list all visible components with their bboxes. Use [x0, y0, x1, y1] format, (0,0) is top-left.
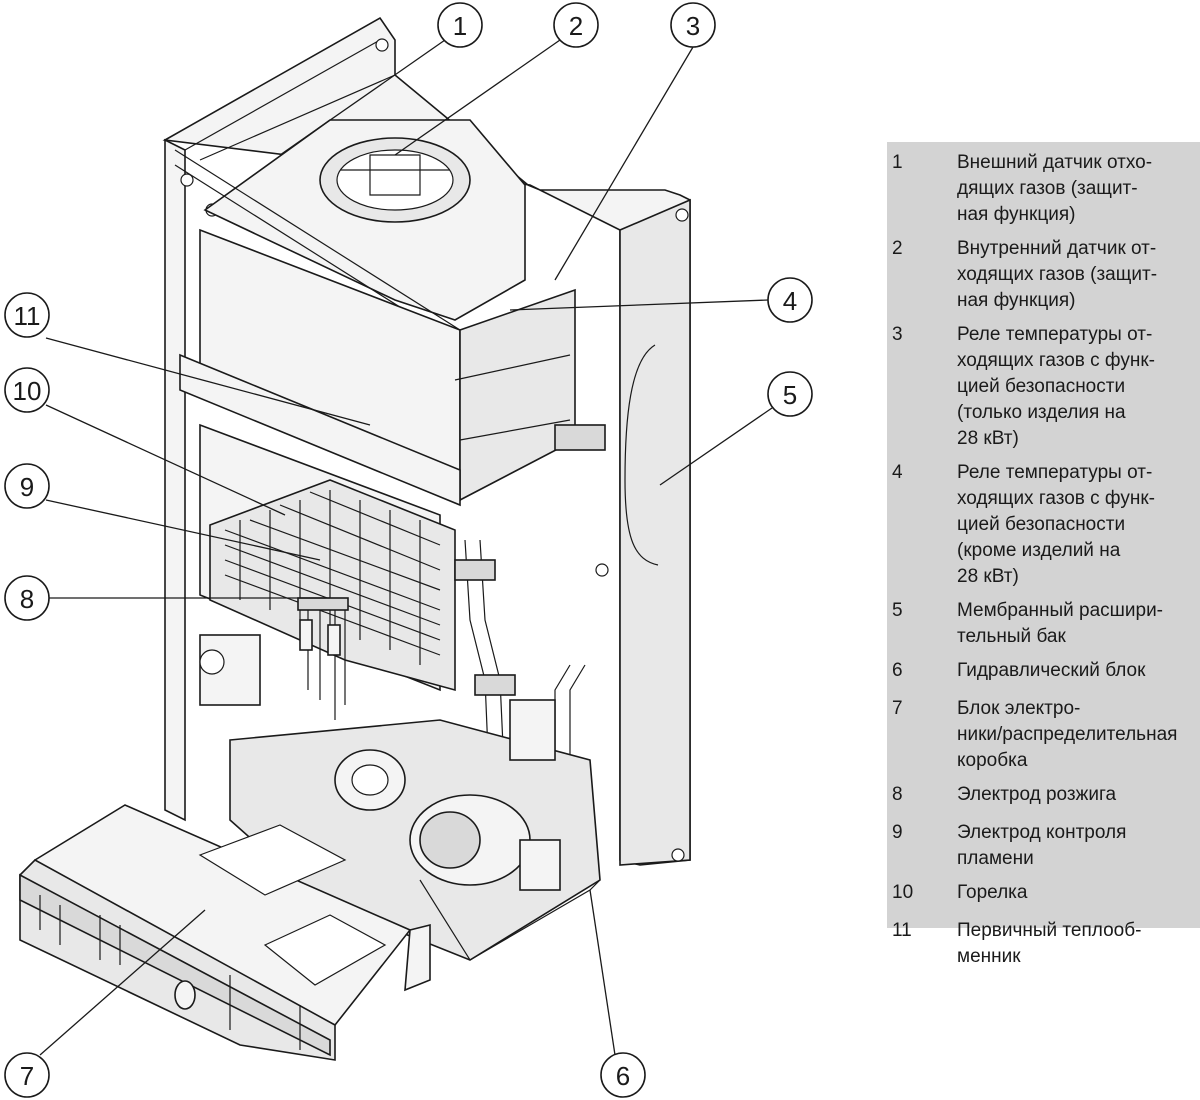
legend-text: Электрод розжига: [957, 784, 1117, 805]
legend-text: Блок электро- ники/распределительная кор…: [957, 698, 1178, 771]
leader-lines: [39, 39, 773, 1056]
legend-item: 8 Электрод розжига: [887, 782, 1200, 808]
callout-10: 10: [4, 367, 50, 413]
legend-item: 1 Внешний датчик отхо- дящих газов (защи…: [887, 150, 1200, 228]
svg-text:5: 5: [783, 380, 797, 410]
callout-6: 6: [600, 1052, 646, 1098]
callout-2: 2: [553, 2, 599, 48]
legend-panel: 1 Внешний датчик отхо- дящих газов (защи…: [887, 142, 1200, 967]
callout-11: 11: [4, 292, 50, 338]
legend-number: 4: [892, 462, 903, 483]
legend-number: 9: [892, 822, 903, 843]
legend-number: 11: [892, 920, 912, 941]
legend-item: 3 Реле температуры от- ходящих газов с ф…: [887, 322, 1200, 452]
electronics-box: [19, 804, 431, 1061]
legend-text: Электрод контроля пламени: [957, 822, 1127, 869]
electrodes: [297, 597, 349, 720]
legend-number: 1: [892, 152, 903, 173]
svg-text:2: 2: [569, 11, 583, 41]
legend-number: 7: [892, 698, 903, 719]
svg-text:9: 9: [20, 472, 34, 502]
legend-item: 9 Электрод контроля пламени: [887, 820, 1200, 872]
legend-text: Реле температуры от- ходящих газов с фун…: [957, 462, 1155, 587]
callout-5: 5: [767, 371, 813, 417]
burner: [199, 423, 456, 692]
legend-item: 10 Горелка: [887, 880, 1200, 906]
callout-4: 4: [767, 277, 813, 323]
boiler-frame: [162, 16, 691, 866]
svg-text:6: 6: [616, 1061, 630, 1091]
legend-item: 6 Гидравлический блок: [887, 658, 1200, 684]
flue-hood: [174, 119, 526, 346]
svg-text:7: 7: [20, 1061, 34, 1091]
svg-text:8: 8: [20, 584, 34, 614]
legend-item: 7 Блок электро- ники/распределительная к…: [887, 696, 1200, 774]
legend-item: 5 Мембранный расшири- тельный бак: [887, 598, 1200, 650]
callout-8: 8: [4, 575, 50, 621]
legend-text: Внутренний датчик от- ходящих газов (защ…: [957, 238, 1158, 311]
legend-text: Горелка: [957, 882, 1028, 903]
legend-text: Реле температуры от- ходящих газов с фун…: [957, 324, 1155, 449]
callout-3: 3: [670, 2, 716, 48]
svg-text:1: 1: [453, 11, 467, 41]
legend-number: 8: [892, 784, 903, 805]
legend-number: 3: [892, 324, 903, 345]
svg-text:4: 4: [783, 286, 797, 316]
svg-text:3: 3: [686, 11, 700, 41]
svg-text:11: 11: [14, 301, 41, 331]
legend-text: Гидравлический блок: [957, 660, 1146, 681]
callout-1: 1: [437, 2, 483, 48]
legend-item: 11 Первичный теплооб- менник: [887, 918, 1200, 970]
legend-item: 2 Внутренний датчик от- ходящих газов (з…: [887, 236, 1200, 314]
legend-text: Внешний датчик отхо- дящих газов (защит-…: [957, 152, 1153, 225]
boiler-illustration: 1 2 3 4 5 6 7 8 9 10 11: [4, 2, 813, 1098]
svg-text:10: 10: [13, 376, 42, 406]
legend-number: 6: [892, 660, 903, 681]
legend-number: 2: [892, 238, 903, 259]
legend-number: 5: [892, 600, 903, 621]
legend-text: Первичный теплооб- менник: [957, 920, 1142, 967]
callout-9: 9: [4, 463, 50, 509]
legend-text: Мембранный расшири- тельный бак: [957, 600, 1164, 647]
callout-7: 7: [4, 1052, 50, 1098]
legend-item: 4 Реле температуры от- ходящих газов с ф…: [887, 460, 1200, 590]
legend-number: 10: [892, 882, 914, 903]
